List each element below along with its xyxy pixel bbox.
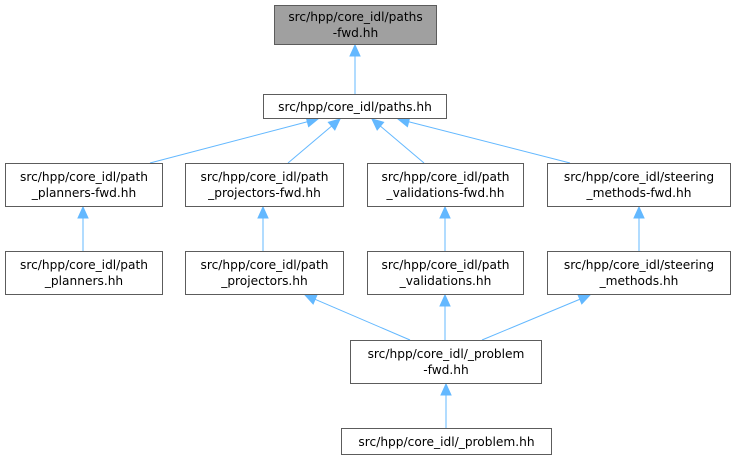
node-label-line: _methods.hh	[599, 274, 679, 288]
edge-arrowhead	[440, 382, 452, 396]
edge-line	[408, 121, 571, 164]
edge-arrowhead	[349, 43, 361, 57]
node-label-line: _projectors-fwd.hh	[208, 186, 321, 200]
node-label-line: _validations-fwd.hh	[386, 186, 505, 200]
edge-arrowhead	[633, 205, 645, 219]
edge-arrowhead	[439, 205, 451, 219]
edge-line	[287, 125, 332, 164]
node-label-line: src/hpp/core_idl/paths	[288, 10, 423, 24]
edge-path_projectors_fwd-to-paths	[287, 118, 341, 164]
edge-arrowhead	[371, 118, 385, 131]
edge-problem_fwd-to-path_validations	[439, 293, 451, 340]
edge-steering_methods_fwd-to-paths	[396, 116, 571, 164]
edge-path_projectors-to-path_projectors_fwd	[257, 205, 269, 251]
node-path-projectors-fwd[interactable]: src/hpp/core_idl/path _projectors-fwd.hh	[185, 163, 344, 207]
node-label-line: src/hpp/core_idl/paths.hh	[278, 99, 432, 114]
node-label-line: _methods-fwd.hh	[586, 186, 692, 200]
edge-steering_methods-to-steering_methods_fwd	[633, 205, 645, 251]
node-steering-methods[interactable]: src/hpp/core_idl/steering _methods.hh	[547, 251, 731, 295]
edge-arrowhead	[327, 118, 341, 131]
node-paths-fwd: src/hpp/core_idl/paths -fwd.hh	[274, 5, 437, 45]
node-label-line: -fwd.hh	[332, 26, 379, 40]
node-label-line: -fwd.hh	[423, 363, 469, 377]
node-label-line: _planners-fwd.hh	[31, 186, 137, 200]
edge-problem_fwd-to-path_projectors	[303, 294, 411, 341]
edge-line	[380, 125, 425, 164]
node-problem[interactable]: src/hpp/core_idl/_problem.hh	[341, 428, 552, 455]
node-label-line: _validations.hh	[399, 274, 492, 288]
node-path-planners[interactable]: src/hpp/core_idl/path _planners.hh	[5, 251, 163, 295]
node-label-line: src/hpp/core_idl/path	[381, 170, 510, 184]
edge-path_planners-to-path_planners_fwd	[77, 205, 89, 251]
edge-arrowhead	[303, 294, 318, 305]
node-label-line: src/hpp/core_idl/_problem	[367, 347, 525, 361]
edge-arrowhead	[77, 205, 89, 219]
node-paths[interactable]: src/hpp/core_idl/paths.hh	[263, 94, 447, 119]
edge-path_validations-to-path_validations_fwd	[439, 205, 451, 251]
node-path-validations[interactable]: src/hpp/core_idl/path _validations.hh	[367, 251, 524, 295]
node-label-line: src/hpp/core_idl/path	[19, 258, 149, 272]
edge-arrowhead	[257, 205, 269, 219]
node-steering-methods-fwd[interactable]: src/hpp/core_idl/steering _methods-fwd.hh	[547, 163, 731, 207]
node-path-projectors[interactable]: src/hpp/core_idl/path _projectors.hh	[185, 251, 344, 295]
edge-problem-to-problem_fwd	[440, 382, 452, 428]
edge-line	[481, 298, 581, 341]
node-label-line: src/hpp/core_idl/path	[200, 258, 329, 272]
node-label-line: src/hpp/core_idl/steering	[563, 170, 715, 184]
edge-arrowhead	[577, 294, 592, 305]
node-label-line: src/hpp/core_idl/path	[19, 170, 149, 184]
node-path-validations-fwd[interactable]: src/hpp/core_idl/path _validations-fwd.hh	[367, 163, 524, 207]
node-label-line: src/hpp/core_idl/path	[381, 258, 510, 272]
edge-path_planners_fwd-to-paths	[149, 116, 320, 164]
edge-line	[149, 121, 308, 164]
edge-paths-to-paths_fwd	[349, 43, 361, 94]
edge-line	[314, 298, 411, 341]
edge-path_validations_fwd-to-paths	[371, 118, 425, 164]
edge-arrowhead	[439, 293, 451, 307]
node-label-line: src/hpp/core_idl/steering	[563, 258, 715, 272]
node-label-line: _projectors.hh	[221, 274, 308, 288]
node-label-line: src/hpp/core_idl/path	[200, 170, 329, 184]
node-label-line: src/hpp/core_idl/_problem.hh	[358, 434, 535, 449]
node-problem-fwd[interactable]: src/hpp/core_idl/_problem -fwd.hh	[350, 340, 542, 384]
edge-problem_fwd-to-steering_methods	[481, 294, 592, 341]
node-label-line: _planners.hh	[44, 274, 124, 288]
node-path-planners-fwd[interactable]: src/hpp/core_idl/path _planners-fwd.hh	[5, 163, 163, 207]
